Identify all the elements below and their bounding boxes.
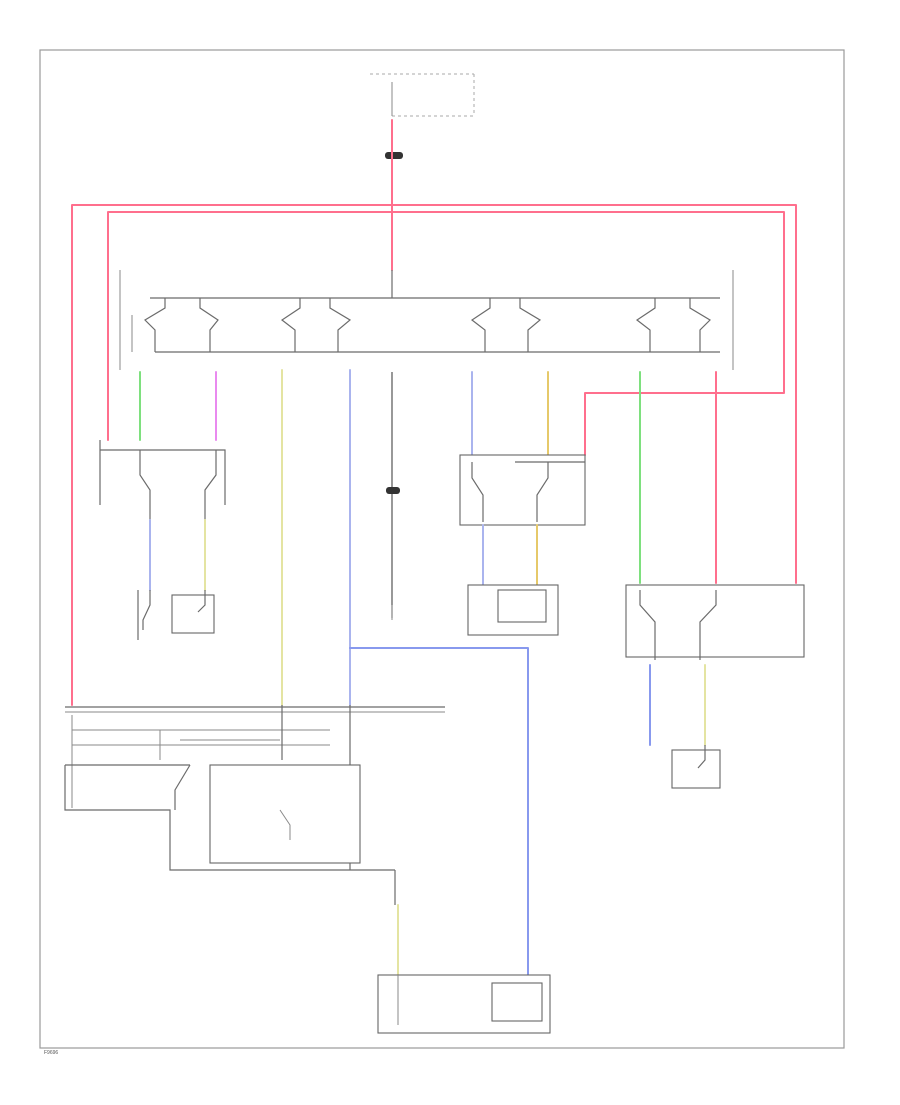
driver-window-motor bbox=[377, 974, 551, 1034]
right-front-wires bbox=[471, 371, 549, 456]
right-front-window-switch bbox=[459, 454, 586, 526]
left-rear-window-switch bbox=[99, 440, 226, 520]
right-rear-wires bbox=[639, 371, 717, 584]
circuit-breaker bbox=[385, 152, 403, 159]
left-rear-window-motor bbox=[137, 590, 215, 640]
control-module-box bbox=[209, 764, 361, 864]
diagram-footer-code: F9696 bbox=[44, 1050, 58, 1056]
diagram-frame bbox=[39, 49, 845, 1049]
right-rear-motor-wires bbox=[649, 664, 706, 746]
right-front-window-motor bbox=[467, 584, 559, 636]
lamp-feed bbox=[386, 372, 400, 620]
right-front-motor-wires bbox=[482, 524, 538, 586]
switch-right-rear bbox=[635, 298, 711, 352]
switch-left-rear bbox=[144, 298, 219, 352]
left-rear-wires bbox=[139, 371, 217, 441]
red-power-distribution bbox=[71, 204, 797, 706]
master-switch-assembly bbox=[119, 270, 734, 370]
hot-at-all-times-feed bbox=[370, 73, 475, 117]
control-module bbox=[64, 705, 445, 905]
right-rear-window-motor bbox=[671, 745, 721, 789]
switch-left-front bbox=[280, 298, 352, 352]
switch-right-front bbox=[470, 298, 542, 352]
right-rear-window-switch bbox=[625, 584, 805, 660]
left-rear-motor-wires bbox=[149, 519, 206, 591]
express-down-wire-blue bbox=[349, 647, 529, 981]
